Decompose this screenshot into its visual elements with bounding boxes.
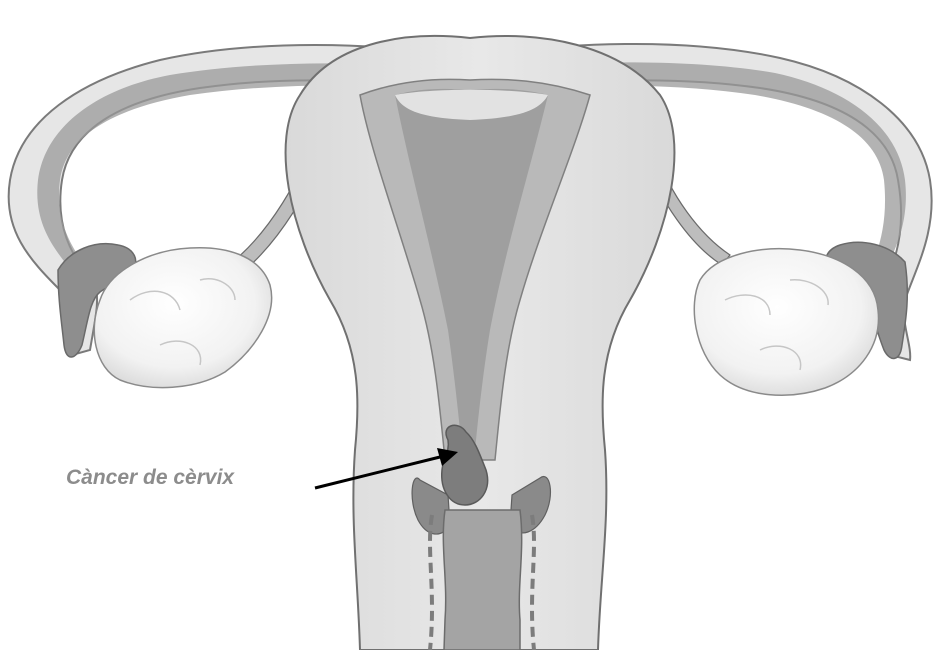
annotation-label: Càncer de cèrvix	[66, 466, 234, 490]
vaginal-wall-right	[532, 515, 534, 650]
vaginal-canal	[443, 510, 521, 650]
vaginal-wall-left	[430, 515, 432, 650]
right-ovary	[694, 249, 878, 395]
